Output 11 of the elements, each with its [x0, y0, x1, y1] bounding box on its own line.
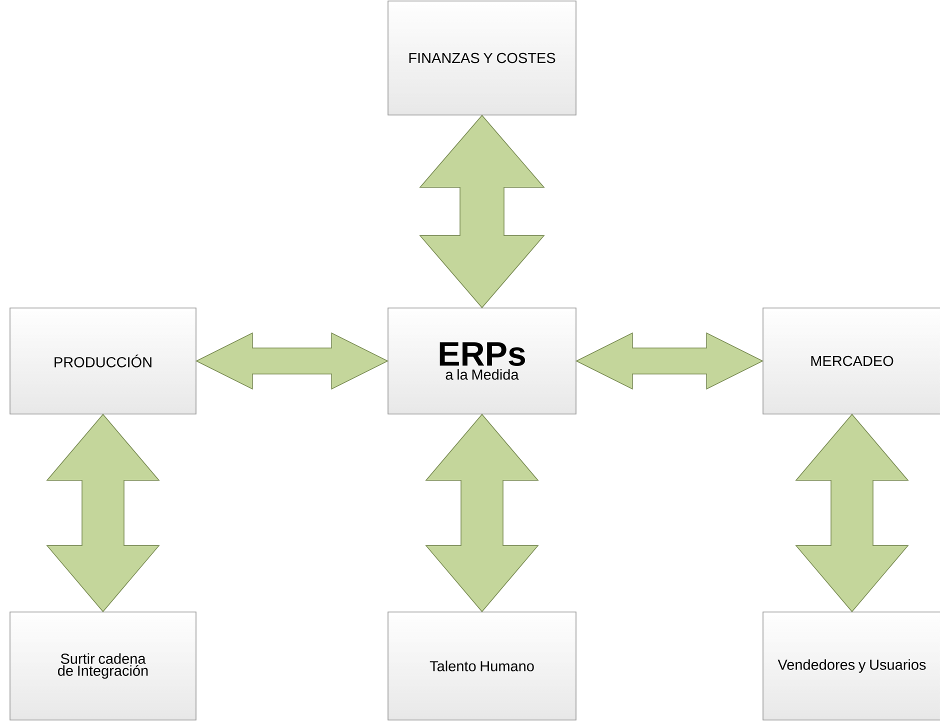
double-arrow	[419, 114, 545, 308]
process-box: MERCADEO	[762, 308, 940, 414]
process-box: FINANZAS Y COSTES	[388, 0, 576, 116]
process-box: Surtir cadena de Integración	[10, 612, 196, 720]
process-box: Talento Humano	[388, 612, 576, 720]
double-arrow	[425, 414, 539, 612]
double-arrow	[795, 414, 909, 612]
process-box: ERPs a la Medida	[388, 308, 576, 414]
process-box: Vendedores y Usuarios	[762, 612, 940, 720]
double-arrow	[46, 414, 160, 612]
process-box: PRODUCCIÓN	[10, 308, 196, 414]
